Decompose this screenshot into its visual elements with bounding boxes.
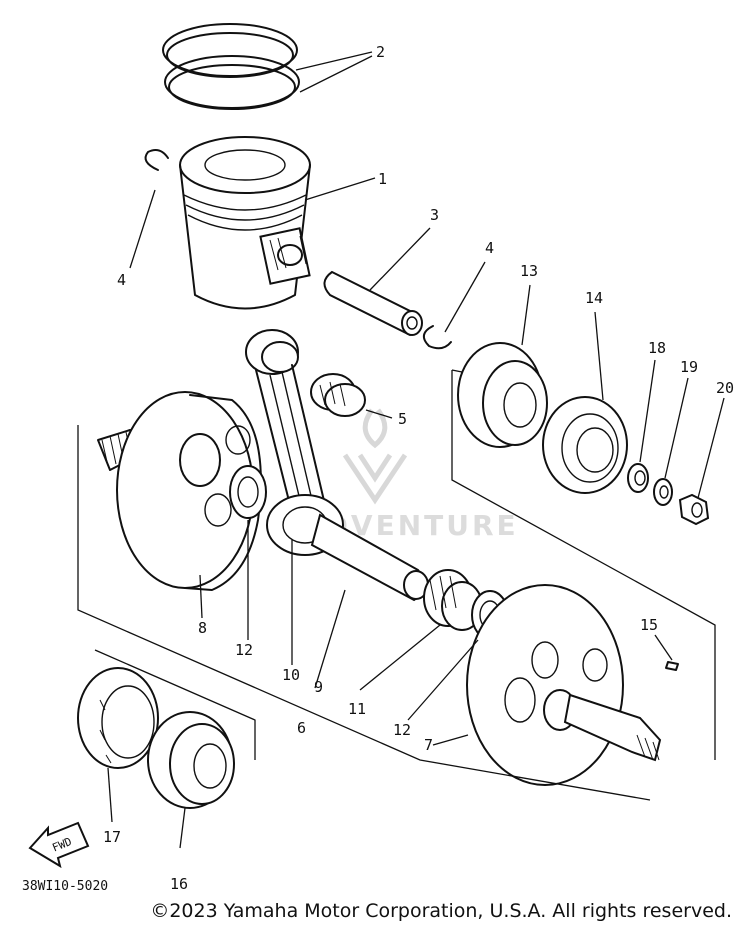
- callout-6: 6: [297, 719, 306, 737]
- callout-9: 9: [314, 678, 323, 696]
- callout-12-left: 12: [235, 641, 253, 659]
- small-end-bearing: [310, 373, 393, 419]
- callout-10: 10: [282, 666, 300, 684]
- callout-15: 15: [640, 616, 658, 634]
- leader-lines: [107, 177, 725, 849]
- callout-18: 18: [648, 339, 666, 357]
- callout-5: 5: [398, 410, 407, 428]
- callout-7: 7: [424, 736, 433, 754]
- callout-12-right: 12: [393, 721, 411, 739]
- oil-seal-14: [542, 396, 628, 494]
- group-brackets: [77, 369, 716, 801]
- callouts: 2 1 3 4 4 13 14 18 19 20 5 8 15 12 10 9 …: [103, 43, 734, 893]
- piston: [179, 136, 311, 310]
- circlip-right: [422, 325, 452, 350]
- callout-1: 1: [378, 170, 387, 188]
- copyright-notice: ©2023 Yamaha Motor Corporation, U.S.A. A…: [150, 900, 732, 922]
- piston-pin: [323, 270, 423, 337]
- callout-20: 20: [716, 379, 734, 397]
- lock-washer-19: [653, 478, 673, 506]
- crank-pin: [310, 513, 429, 602]
- callout-19: 19: [680, 358, 698, 376]
- nut-20: [678, 493, 710, 526]
- callout-4-left: 4: [117, 271, 126, 289]
- circlip-left: [144, 149, 169, 171]
- callout-3: 3: [430, 206, 439, 224]
- crankshaft-right: [466, 584, 679, 786]
- bearing-13: [457, 342, 548, 448]
- callout-2: 2: [376, 43, 385, 61]
- bearing-16: [147, 711, 235, 809]
- callout-16: 16: [170, 875, 188, 893]
- callout-11-lower: 11: [348, 700, 366, 718]
- callout-13: 13: [520, 262, 538, 280]
- callout-8: 8: [198, 619, 207, 637]
- reference-code: 38WI10-5020: [22, 879, 108, 894]
- oil-seal-17: [77, 667, 159, 769]
- piston-rings: [162, 23, 373, 110]
- callout-17: 17: [103, 828, 121, 846]
- connecting-rod: [245, 329, 344, 556]
- callout-14: 14: [585, 289, 603, 307]
- washer-18: [627, 463, 649, 493]
- fwd-arrow-icon: FWD: [28, 821, 90, 869]
- parts-diagram: ADVENTURE: [22, 23, 734, 894]
- callout-4-right: 4: [485, 239, 494, 257]
- crankshaft-left: [97, 391, 267, 591]
